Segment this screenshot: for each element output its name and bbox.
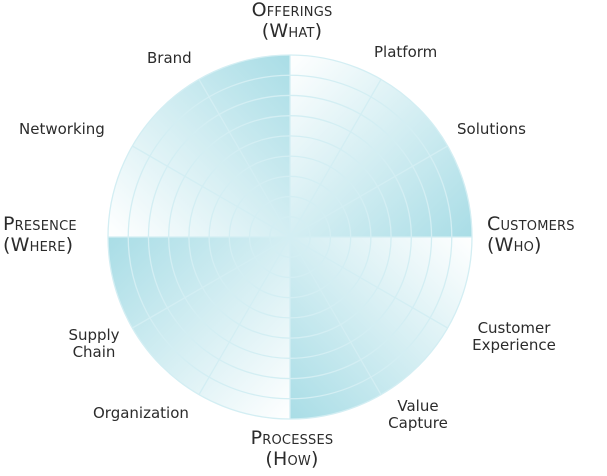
quadrant-fills [108, 55, 472, 419]
axis-label-line: Presence [3, 213, 77, 235]
axis-label-line: Offerings [251, 0, 333, 21]
axis-label-line: (What) [261, 20, 323, 43]
spoke-line [198, 79, 291, 238]
dimension-label-platform: Platform [374, 43, 438, 61]
axis-label-line: Customers [487, 213, 575, 235]
axis-label-line: (How) [265, 448, 319, 471]
axis-label-line: Processes [250, 427, 334, 449]
dimension-label-supply-chain: Supply Chain [60, 326, 128, 362]
spoke-line [198, 236, 291, 395]
dimension-label-solutions: Solutions [457, 120, 526, 138]
axis-label-presence: Presence (Where) [3, 213, 103, 257]
dimension-label-text: Experience [472, 336, 556, 355]
spoke-line [132, 236, 291, 329]
dimension-label-networking: Networking [19, 120, 105, 138]
spoke-gridlines [108, 55, 472, 419]
dimension-label-brand: Brand [147, 49, 192, 67]
dimension-label-text: Brand [147, 49, 192, 67]
quadrant-offerings-customers [290, 55, 472, 237]
quadrant-processes-presence [108, 237, 290, 419]
spoke-line [289, 79, 382, 238]
spoke-line [289, 236, 448, 329]
axis-label-offerings: Offerings (What) [237, 0, 347, 43]
quadrant-customers-processes [290, 237, 472, 419]
dimension-label-text: Solutions [457, 120, 526, 138]
axis-label-line: (Who) [487, 234, 542, 257]
dimension-label-text: Platform [374, 43, 438, 61]
dimension-label-text: Capture [388, 414, 448, 433]
spoke-line [289, 145, 448, 238]
dimension-label-text: Supply [68, 326, 120, 344]
dimension-label-text: Organization [93, 404, 189, 422]
axis-label-customers: Customers (Who) [487, 213, 607, 257]
axis-label-line: (Where) [3, 234, 74, 257]
dimension-label-customer-experience: Customer Experience [460, 319, 568, 355]
dimension-label-value-capture: Value Capture [382, 397, 454, 433]
spoke-line [289, 236, 382, 395]
spoke-line [132, 145, 291, 238]
axis-label-processes: Processes (How) [232, 427, 352, 471]
dimension-label-text: Value [397, 397, 439, 415]
dimension-label-text: Networking [19, 120, 105, 138]
dimension-label-text: Customer [477, 319, 551, 337]
dimension-label-text: Chain [72, 343, 116, 362]
quadrant-presence-offerings [108, 55, 290, 237]
dimension-label-organization: Organization [93, 404, 189, 422]
